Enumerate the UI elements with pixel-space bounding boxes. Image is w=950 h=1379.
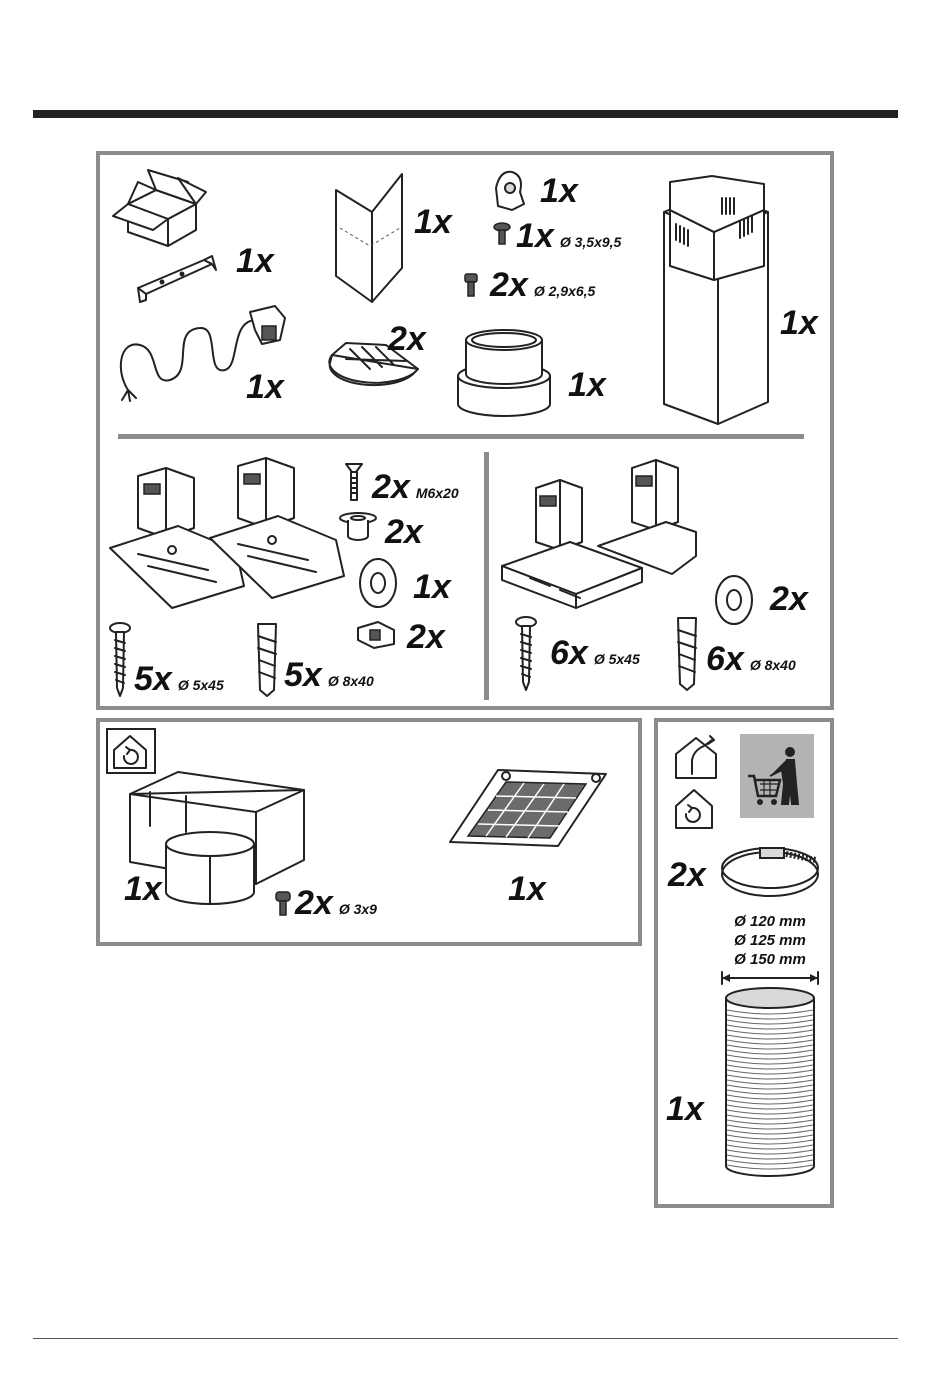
carbon-filter-icon [446, 768, 610, 852]
valve-quantity: 2x [388, 322, 426, 356]
clip-quantity: 1x [540, 174, 578, 208]
washer-icon [356, 555, 400, 611]
screw-b-quantity: 2x Ø 2,9x6,5 [490, 268, 595, 302]
duct-diameters: Ø 120 mm Ø 125 mm Ø 150 mm [712, 912, 828, 969]
cage-nut-quantity: 2x [407, 620, 445, 654]
bolt-spec: M6x20 [416, 485, 459, 501]
filter-quantity: 1x [508, 872, 546, 906]
wall-bracket-icon [132, 248, 222, 308]
plug-qty-text: 5x [284, 656, 322, 694]
diameter-125: Ø 125 mm [712, 931, 828, 950]
adapter-ring-icon [454, 318, 554, 418]
spacer-quantity: 2x [385, 515, 423, 549]
screw-3x9-qty-text: 2x [295, 884, 333, 922]
screw-icon [514, 616, 538, 692]
panel-divider-horizontal [118, 434, 804, 439]
deflector-sheet-icon [330, 172, 410, 307]
recirculation-box-quantity: 1x [124, 872, 162, 906]
screw-6x-qty-text: 6x [550, 634, 588, 672]
panel-divider-vertical [484, 452, 489, 700]
screw-b-qty-text: 2x [490, 266, 528, 304]
clip-icon [490, 166, 532, 212]
screw-3x9-quantity: 2x Ø 3x9 [295, 886, 377, 920]
cage-nut-icon [354, 618, 398, 650]
footer-rule [33, 1338, 898, 1339]
screw-b-spec: Ø 2,9x6,5 [534, 283, 596, 299]
carton-box-icon [108, 164, 208, 249]
chimney-quantity: 1x [780, 306, 818, 340]
recirculation-icon [670, 786, 720, 832]
plug-spec: Ø 8x40 [328, 673, 374, 689]
flexible-duct-icon [718, 966, 822, 1182]
screw-a-qty-text: 1x [516, 217, 554, 255]
hose-quantity: 1x [666, 1092, 704, 1126]
screw-icon [274, 890, 292, 918]
screw-6x-quantity: 6x Ø 5x45 [550, 636, 640, 670]
chimney-hood-icon [500, 448, 700, 618]
header-rule [33, 110, 898, 118]
screw-a-quantity: 1x Ø 3,5x9,5 [516, 219, 621, 253]
screw-icon [492, 222, 512, 248]
plug-6x-quantity: 6x Ø 8x40 [706, 642, 796, 676]
washer-2x-quantity: 2x [770, 582, 808, 616]
spacer-icon [338, 512, 378, 542]
wall-plug-icon [672, 614, 702, 692]
screw-spec: Ø 5x45 [178, 677, 224, 693]
plug-6x-qty-text: 6x [706, 640, 744, 678]
wall-plug-icon [252, 620, 282, 698]
screw-5x45-quantity: 5x Ø 5x45 [134, 662, 224, 696]
glass-hood-icon [108, 454, 358, 614]
plug-6x-spec: Ø 8x40 [750, 657, 796, 673]
screw-a-spec: Ø 3,5x9,5 [560, 234, 622, 250]
adapter-quantity: 1x [568, 368, 606, 402]
screw-3x9-spec: Ø 3x9 [339, 901, 377, 917]
deflector-quantity: 1x [414, 205, 452, 239]
carton-quantity: 1x [236, 244, 274, 278]
screw-qty-text: 5x [134, 660, 172, 698]
washer-icon [712, 572, 756, 628]
hose-clamp-icon [716, 842, 824, 902]
bolt-icon [344, 462, 364, 502]
screw-icon [108, 622, 132, 698]
screw-6x-spec: Ø 5x45 [594, 651, 640, 667]
washer-quantity: 1x [413, 570, 451, 604]
diameter-120: Ø 120 mm [712, 912, 828, 931]
screw-icon [462, 272, 480, 300]
plug-8x40-quantity: 5x Ø 8x40 [284, 658, 374, 692]
ducted-icon [670, 730, 722, 782]
clamp-quantity: 2x [668, 858, 706, 892]
bolt-qty-text: 2x [372, 468, 410, 506]
chimney-duct-icon [660, 176, 780, 426]
cable-quantity: 1x [246, 370, 284, 404]
bolt-quantity: 2x M6x20 [372, 470, 459, 504]
shopping-cart-icon [740, 734, 814, 818]
